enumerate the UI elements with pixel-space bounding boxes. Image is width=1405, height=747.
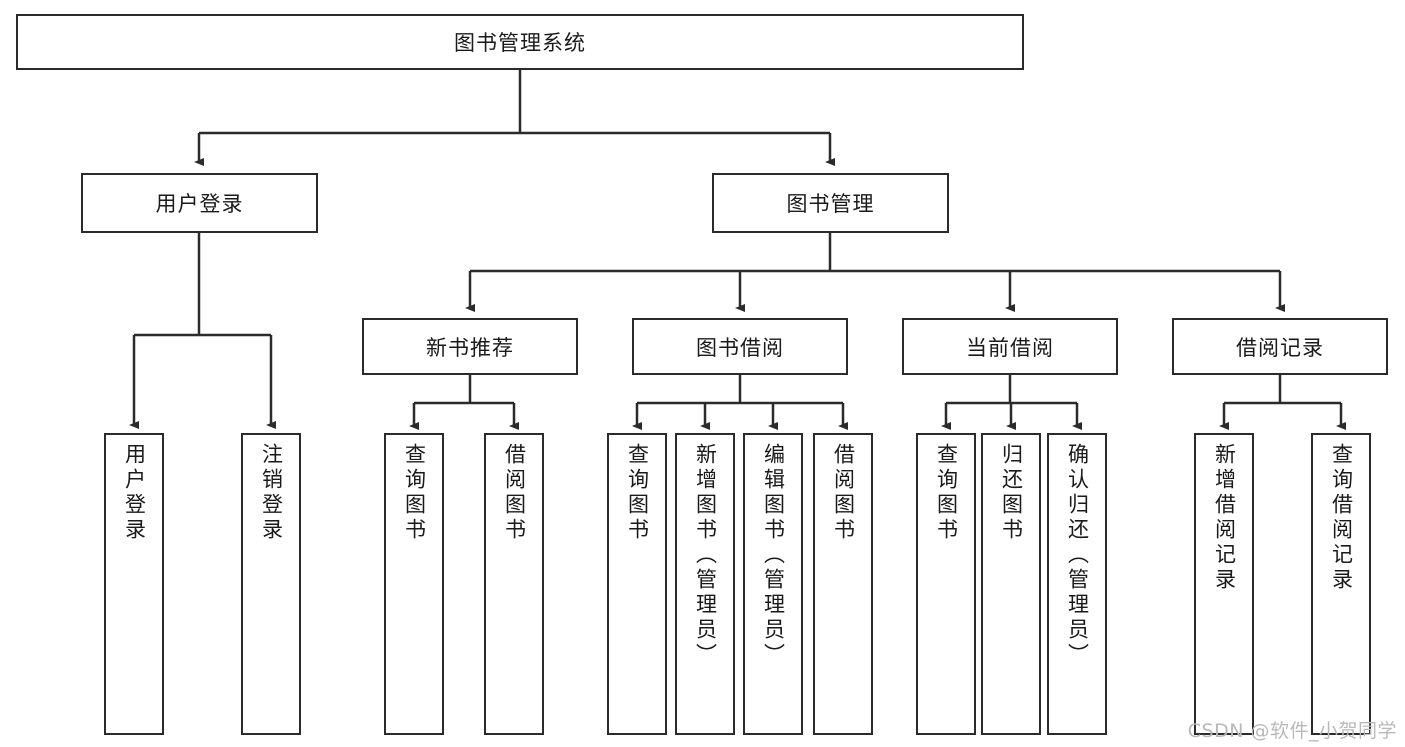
node-label: 图书管理 [786, 192, 875, 216]
node-label: 借阅记录 [1236, 335, 1324, 360]
node-root-system[interactable]: 图书管理系统 [16, 14, 1024, 70]
leaf-edit-book-admin[interactable]: 编辑图书（管理员） [743, 433, 803, 735]
leaf-borrow-book-recommend[interactable]: 借阅图书 [484, 433, 544, 735]
node-label: 用户登录 [155, 192, 244, 216]
node-user-login[interactable]: 用户登录 [81, 173, 318, 233]
leaf-label: 查询图书 [934, 443, 959, 543]
leaf-add-book-admin[interactable]: 新增图书（管理员） [675, 433, 735, 735]
node-book-management[interactable]: 图书管理 [712, 173, 949, 233]
leaf-label: 编辑图书（管理员） [761, 443, 786, 668]
leaf-label: 确认归还（管理员） [1065, 443, 1090, 668]
node-current-borrow[interactable]: 当前借阅 [902, 318, 1118, 375]
leaf-label: 用户登录 [122, 443, 147, 543]
leaf-logout[interactable]: 注销登录 [241, 433, 301, 735]
node-label: 图书管理系统 [454, 31, 586, 55]
watermark-text: CSDN @软件_小贺同学 [1187, 720, 1397, 742]
leaf-query-book-borrow[interactable]: 查询图书 [607, 433, 667, 735]
node-label: 新书推荐 [426, 335, 514, 360]
leaf-label: 归还图书 [999, 443, 1024, 543]
leaf-label: 注销登录 [259, 443, 284, 543]
leaf-add-borrow-record[interactable]: 新增借阅记录 [1194, 433, 1254, 735]
node-label: 当前借阅 [966, 335, 1054, 360]
node-book-borrow[interactable]: 图书借阅 [632, 318, 848, 375]
leaf-return-book[interactable]: 归还图书 [981, 433, 1041, 735]
node-borrow-records[interactable]: 借阅记录 [1172, 318, 1388, 375]
leaf-query-book-current[interactable]: 查询图书 [916, 433, 976, 735]
leaf-confirm-return-admin[interactable]: 确认归还（管理员） [1047, 433, 1107, 735]
leaf-borrow-book[interactable]: 借阅图书 [813, 433, 873, 735]
node-new-book-recommend[interactable]: 新书推荐 [362, 318, 578, 375]
leaf-label: 新增图书（管理员） [693, 443, 718, 668]
leaf-query-book-recommend[interactable]: 查询图书 [384, 433, 444, 735]
leaf-label: 新增借阅记录 [1212, 443, 1237, 593]
leaf-label: 查询借阅记录 [1329, 443, 1354, 593]
leaf-label: 查询图书 [625, 443, 650, 543]
leaf-label: 借阅图书 [831, 443, 856, 543]
leaf-label: 查询图书 [402, 443, 427, 543]
leaf-query-borrow-record[interactable]: 查询借阅记录 [1311, 433, 1371, 735]
node-label: 图书借阅 [696, 335, 784, 360]
leaf-user-login[interactable]: 用户登录 [104, 433, 164, 735]
leaf-label: 借阅图书 [502, 443, 527, 543]
